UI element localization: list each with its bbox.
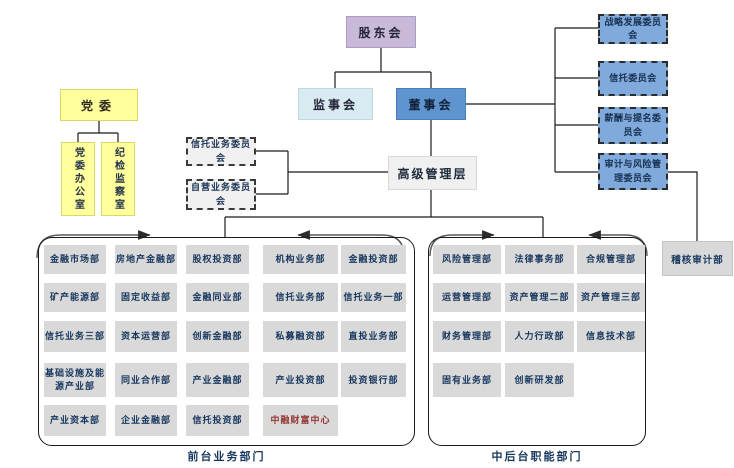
department-box: 资产管理三部	[577, 283, 645, 312]
shareholders-meeting-box: 股东会	[346, 16, 416, 48]
front-office-container	[38, 237, 415, 446]
discipline-inspection-office-box: 纪检监察室	[101, 142, 135, 216]
department-box: 固定收益部	[115, 283, 177, 312]
department-box: 投资银行部	[341, 363, 406, 397]
department-box: 金融同业部	[186, 283, 249, 312]
department-box: 运营管理部	[433, 283, 501, 312]
department-box: 信托业务一部	[341, 283, 406, 312]
department-box: 机构业务部	[263, 245, 338, 274]
party-committee-box: 党委	[60, 89, 138, 121]
department-box: 私募融资部	[263, 321, 338, 352]
department-box: 固有业务部	[433, 363, 501, 397]
department-box: 股权投资部	[186, 245, 249, 274]
middle-back-office-container	[428, 237, 646, 446]
department-box: 金融投资部	[341, 245, 406, 274]
department-box: 信息技术部	[577, 321, 645, 352]
department-box: 产业金融部	[186, 363, 249, 397]
department-box: 人力行政部	[505, 321, 574, 352]
committee-compensation-nomination: 薪酬与提名委员会	[598, 107, 668, 144]
department-box: 财务管理部	[433, 321, 501, 352]
board-of-directors-box: 董事会	[396, 88, 466, 120]
committee-audit-risk: 审计与风险管理委员会	[598, 153, 668, 190]
department-box: 创新金融部	[186, 321, 249, 352]
party-office-box: 党委办公室	[61, 142, 95, 216]
department-box: 同业合作部	[115, 363, 177, 397]
supervisory-board-box: 监事会	[298, 88, 373, 120]
department-box: 资本运营部	[115, 321, 177, 352]
department-box: 资产管理二部	[505, 283, 574, 312]
trust-business-committee-box: 信托业务委员会	[186, 137, 256, 166]
tree-connectors	[77, 27, 698, 241]
department-box: 信托业务三部	[44, 321, 106, 352]
department-box: 产业资本部	[44, 405, 106, 436]
front-office-caption: 前台业务部门	[187, 451, 266, 463]
committee-trust: 信托委员会	[598, 61, 668, 96]
department-box: 房地产金融部	[115, 245, 177, 274]
department-box: 产业投资部	[263, 363, 338, 397]
department-box: 创新研发部	[505, 363, 574, 397]
senior-management-box: 高级管理层	[388, 156, 477, 190]
department-box: 中融财富中心	[263, 405, 338, 436]
department-box: 风险管理部	[433, 245, 501, 274]
department-box: 基础设施及能源产业部	[44, 363, 106, 397]
audit-department-box: 稽核审计部	[662, 241, 733, 276]
committee-strategic-development: 战略发展委员会	[598, 14, 668, 44]
department-box: 金融市场部	[44, 245, 106, 274]
department-box: 法律事务部	[505, 245, 574, 274]
department-box: 信托业务部	[263, 283, 338, 312]
department-box: 信托投资部	[186, 405, 249, 436]
proprietary-business-committee-box: 自营业务委员会	[186, 179, 256, 210]
department-box: 直投业务部	[341, 321, 406, 352]
department-box: 企业金融部	[115, 405, 177, 436]
middle-back-office-caption: 中后台职能部门	[491, 451, 583, 463]
department-box: 合规管理部	[577, 245, 645, 274]
department-box: 矿产能源部	[44, 283, 106, 312]
